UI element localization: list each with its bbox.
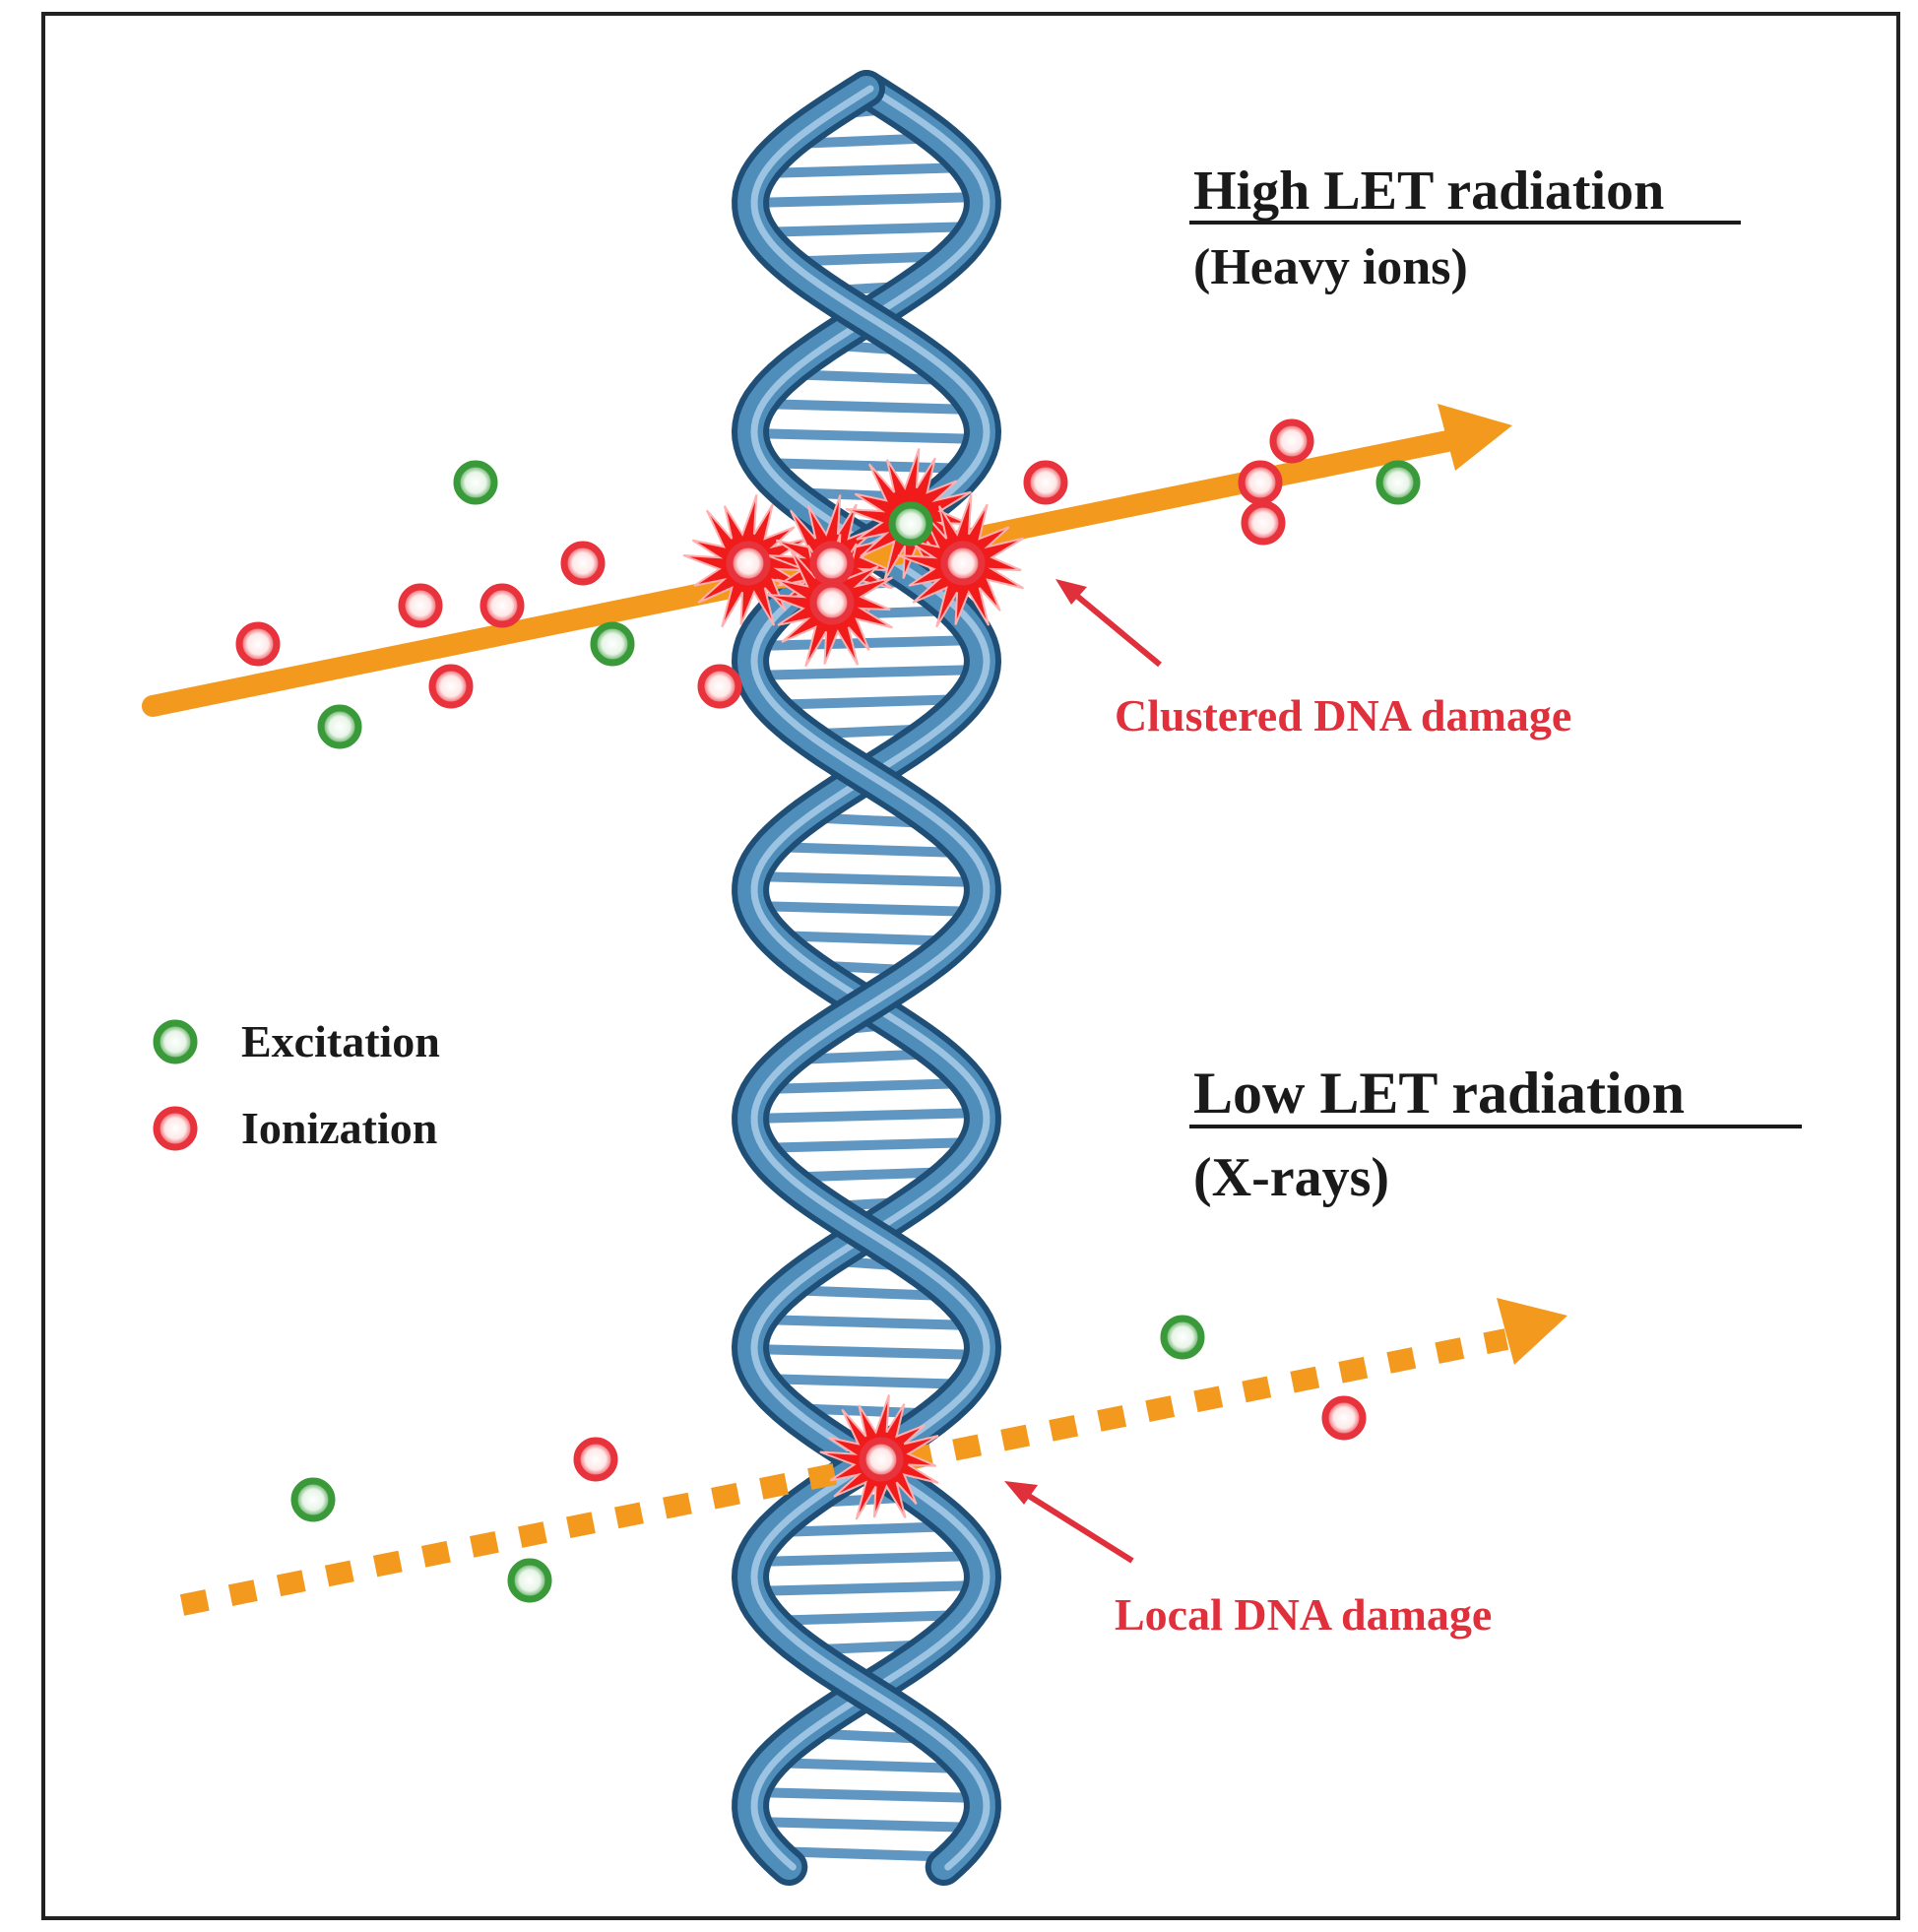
ionization-dot: [944, 545, 982, 582]
ionization-dot: [813, 545, 851, 582]
excitation-dot: [457, 464, 494, 501]
local-damage-label: Local DNA damage: [1115, 1589, 1492, 1640]
base-pair-rung: [753, 1822, 980, 1828]
excitation-dot: [511, 1562, 548, 1599]
ionization-dot: [1245, 504, 1282, 542]
excitation-dot: [1379, 464, 1417, 501]
legend-excitation-marker: [157, 1023, 194, 1061]
base-pair-rung: [751, 1585, 982, 1591]
excitation-dot: [294, 1481, 332, 1518]
high-let-subtitle: (Heavy ions): [1193, 239, 1468, 295]
base-pair-rung: [764, 167, 969, 173]
low-let-subtitle: (X-rays): [1193, 1147, 1389, 1208]
excitation-dot: [321, 708, 358, 745]
base-pair-rung: [752, 876, 981, 882]
base-pair-rung: [753, 906, 980, 912]
ionization-dot: [1273, 422, 1311, 460]
base-pair-rung: [756, 226, 977, 232]
ionization-dot: [1027, 464, 1064, 501]
base-pair-rung: [764, 1083, 969, 1089]
ionization-dot: [483, 587, 521, 624]
base-pair-rung: [755, 1556, 978, 1562]
base-pair-rung: [752, 1792, 981, 1798]
ionization-dot: [577, 1441, 614, 1478]
low-let-title: Low LET radiation: [1193, 1061, 1685, 1126]
high-let-title: High LET radiation: [1193, 161, 1664, 222]
base-pair-rung: [759, 1320, 974, 1325]
clustered-damage-label: Clustered DNA damage: [1115, 690, 1571, 741]
ionization-dot: [239, 625, 277, 663]
base-pair-rung: [770, 1763, 963, 1769]
legend-ionization-marker: [157, 1110, 194, 1147]
base-pair-rung: [750, 197, 982, 203]
base-pair-rung: [750, 1349, 983, 1355]
base-pair-rung: [759, 404, 974, 410]
base-pair-rung: [756, 1142, 977, 1148]
base-pair-rung: [750, 433, 983, 439]
ionization-dot: [564, 545, 602, 582]
base-pair-rung: [760, 463, 972, 469]
legend-excitation-label: Excitation: [241, 1016, 440, 1066]
excitation-dot: [594, 625, 631, 663]
ionization-dot: [730, 545, 767, 582]
base-pair-rung: [760, 1379, 972, 1385]
base-pair-rung: [770, 847, 963, 853]
ionization-dot: [701, 668, 738, 705]
ionization-dot: [432, 668, 470, 705]
ionization-dot: [863, 1441, 900, 1478]
ionization-dot: [1242, 464, 1279, 501]
ionization-dot: [813, 584, 851, 621]
base-pair-rung: [751, 670, 982, 676]
excitation-dot: [1164, 1319, 1201, 1356]
ionization-dot: [402, 587, 439, 624]
base-pair-rung: [750, 1113, 982, 1119]
excitation-dot: [892, 505, 929, 543]
legend-ionization-label: Ionization: [241, 1103, 437, 1153]
ionization-dot: [1325, 1399, 1363, 1437]
